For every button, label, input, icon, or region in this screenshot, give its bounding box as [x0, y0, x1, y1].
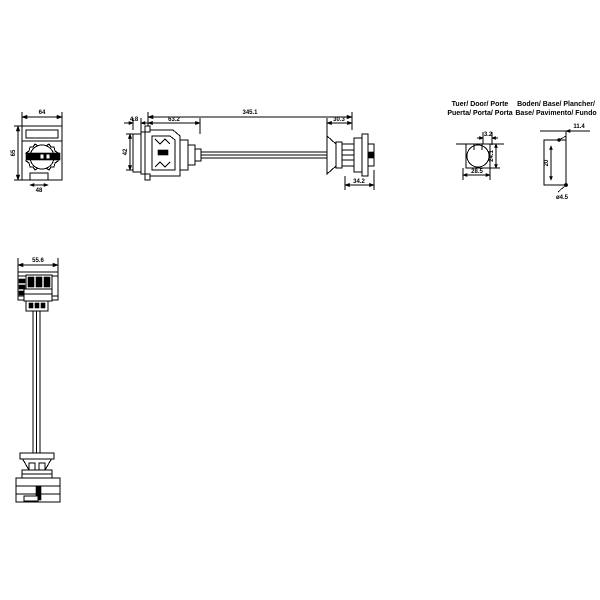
- dim-label-front-width: 64: [39, 110, 46, 116]
- boss-pin-1: [28, 302, 34, 309]
- dimension-right-length: 30.3: [326, 117, 353, 148]
- dim-label-door-right: 24.1: [489, 150, 495, 162]
- top-view-assembly: 55.6: [15, 258, 61, 503]
- dim-label-door-bottom: 28.5: [471, 169, 483, 175]
- terminal-left-2: [18, 284, 26, 290]
- handle-lever-end: [157, 149, 169, 156]
- dim-label-body-length: 63.2: [168, 117, 180, 123]
- dim-label-base-hole: ø4.5: [556, 195, 569, 201]
- door-cutout-circle: [466, 144, 490, 168]
- dimension-door-right: 24.1: [489, 143, 500, 169]
- dim-label-overall-length: 345.1: [242, 110, 258, 116]
- topview-base-plate: [15, 477, 61, 487]
- handle-lever-slot-1: [39, 153, 45, 160]
- handle-lower-tab: [29, 172, 49, 181]
- dimension-front-height: 65: [11, 125, 24, 181]
- end-boss-1: [353, 137, 363, 173]
- flange-step: [140, 131, 146, 175]
- rear-flange: [132, 133, 142, 173]
- pole-contact-3: [43, 276, 51, 288]
- handle-body-inner: [151, 135, 176, 171]
- door-cutout-detail: Tuer/ Door/ Porte Puerta/ Porta/ Porta 3…: [447, 101, 513, 180]
- terminal-strip-right: [51, 275, 59, 297]
- pole-contact-2: [35, 276, 43, 288]
- dim-label-right-length: 30.3: [333, 117, 345, 123]
- dim-label-door-top: 3.2: [484, 132, 493, 138]
- dimension-side-height: 42: [123, 133, 136, 171]
- terminal-left-1: [18, 278, 26, 284]
- boss-pin-2: [34, 302, 40, 309]
- side-view-assembly: 345.1 4.8 63.2: [123, 110, 375, 190]
- handle-lever-slot-2: [45, 153, 51, 160]
- boss-pin-3: [40, 302, 46, 309]
- dimension-base-top: 11.4: [565, 124, 588, 133]
- coupling-collar: [335, 141, 343, 169]
- door-caption-line-2: Puerta/ Porta/ Porta: [447, 110, 512, 117]
- end-boss-2: [361, 133, 369, 177]
- base-mount-detail: Boden/ Base/ Plancher/ Base/ Pavimento/ …: [515, 101, 596, 201]
- dim-label-bottom-right: 34.2: [353, 179, 365, 185]
- dim-label-topview-width: 55.6: [32, 258, 44, 264]
- end-pin: [367, 151, 375, 159]
- dimension-door-top: 3.2: [477, 132, 498, 145]
- dimension-body-length: 63.2: [147, 117, 201, 134]
- bearing-collar-3: [194, 148, 202, 162]
- dim-label-side-height: 42: [123, 148, 129, 155]
- switch-lower-body: [23, 288, 53, 302]
- topview-cone-flange: [19, 452, 55, 460]
- topview-coupling-cone: [21, 457, 53, 471]
- front-view-handle: 64 65: [11, 110, 63, 194]
- dimension-front-bottom: 48: [29, 183, 49, 194]
- dimension-bottom-right: 34.2: [344, 170, 375, 190]
- dim-label-front-bottom: 48: [36, 188, 43, 194]
- door-caption-line-1: Tuer/ Door/ Porte: [452, 101, 509, 108]
- coupling-cone: [326, 134, 337, 176]
- pole-contact-1: [27, 276, 35, 288]
- dimension-front-width: 64: [21, 110, 63, 126]
- bearing-collar-1: [179, 139, 189, 171]
- dim-label-base-height: 20: [544, 159, 550, 166]
- upper-tab: [144, 125, 151, 133]
- dimension-left-gap: 4.8: [124, 117, 148, 132]
- base-hole-leader: [557, 184, 567, 193]
- bearing-collar-2: [187, 144, 196, 166]
- dimension-door-bottom: 28.5: [462, 168, 491, 180]
- base-caption-line-1: Boden/ Base/ Plancher/: [517, 101, 595, 108]
- dim-label-front-height: 65: [11, 149, 17, 156]
- lower-tab: [144, 173, 151, 181]
- handle-label-plate: [25, 129, 59, 139]
- dimension-base-height: 20: [544, 145, 553, 181]
- dim-label-base-top: 11.4: [573, 124, 585, 130]
- dimension-topview-width: 55.6: [17, 258, 59, 272]
- base-caption-line-2: Base/ Pavimento/ Fundo: [515, 110, 596, 117]
- topview-handle-slot: [23, 495, 39, 502]
- dim-label-left-gap: 4.8: [130, 117, 139, 123]
